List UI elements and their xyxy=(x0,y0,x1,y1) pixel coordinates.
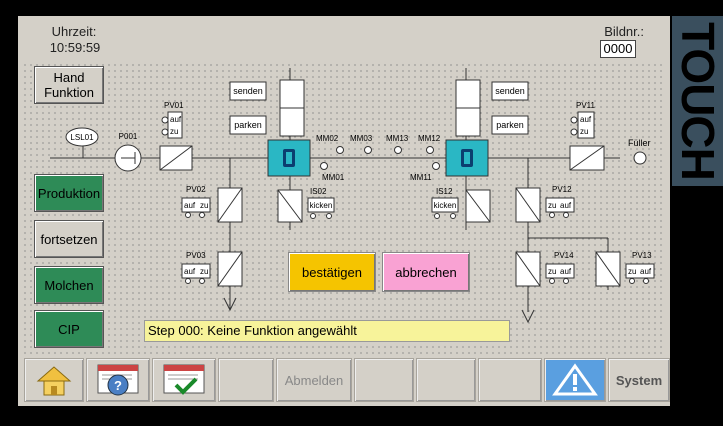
pv11-zu: zu xyxy=(580,127,588,136)
home-icon xyxy=(36,366,72,396)
pv11-indicator: auf zu xyxy=(570,111,595,139)
right-senden-button[interactable]: senden xyxy=(491,81,529,101)
time-label: Uhrzeit: xyxy=(51,24,97,39)
pv11-auf: auf xyxy=(580,115,592,124)
valve-pv03[interactable] xyxy=(217,251,243,287)
warning-icon xyxy=(552,363,598,396)
help-icon: ? xyxy=(97,364,139,396)
pv02-indicator: auf zu xyxy=(181,197,211,218)
pv03-zu: zu xyxy=(200,267,208,276)
mm02-label: MM02 xyxy=(316,134,339,143)
left-pig-launcher[interactable] xyxy=(279,79,305,137)
system-button[interactable]: System xyxy=(608,358,670,402)
left-parken-label: parken xyxy=(234,120,262,130)
pv14-zu: zu xyxy=(548,267,556,276)
left-senden-button[interactable]: senden xyxy=(229,81,267,101)
pv12-indicator: zu auf xyxy=(545,197,575,218)
is02-label: IS02 xyxy=(310,187,327,196)
is12-kicken-label: kicken xyxy=(434,201,457,210)
mm11-label: MM11 xyxy=(410,173,432,182)
right-parken-button[interactable]: parken xyxy=(491,115,529,135)
pv01-label: PV01 xyxy=(164,101,184,110)
status-message: Step 000: Keine Funktion angewählt xyxy=(144,320,510,342)
pv01-auf: auf xyxy=(170,115,182,124)
valve-pv02[interactable] xyxy=(217,187,243,223)
lsl01-sensor[interactable] xyxy=(65,127,99,147)
right-parken-label: parken xyxy=(496,120,524,130)
is02-kicken-button[interactable]: kicken xyxy=(307,197,335,219)
left-parken-button[interactable]: parken xyxy=(229,115,267,135)
valve-pv14[interactable] xyxy=(515,251,541,287)
pv14-indicator: zu auf xyxy=(545,263,575,284)
mm13-label: MM13 xyxy=(386,134,409,143)
fkey-empty-2[interactable] xyxy=(354,358,414,402)
mm-stations xyxy=(320,146,440,170)
filler-outlet[interactable] xyxy=(633,151,647,165)
mm12-label: MM12 xyxy=(418,134,441,143)
fkey-empty-4[interactable] xyxy=(478,358,542,402)
fortsetzen-button[interactable]: fortsetzen xyxy=(34,220,104,258)
right-senden-label: senden xyxy=(495,86,525,96)
pv13-label: PV13 xyxy=(632,251,652,260)
mm01-label: MM01 xyxy=(322,173,345,182)
pv12-zu: zu xyxy=(548,201,556,210)
pv13-auf: auf xyxy=(640,267,652,276)
valve-pv01[interactable] xyxy=(159,145,193,171)
right-pig-station[interactable] xyxy=(445,139,489,177)
bildnr-label: Bildnr.: xyxy=(604,24,644,39)
pump-label: P001 xyxy=(119,132,138,141)
is02-kicken-label: kicken xyxy=(310,201,333,210)
fkey-empty-3[interactable] xyxy=(416,358,476,402)
fkey-empty-1[interactable] xyxy=(218,358,274,402)
pv02-auf: auf xyxy=(184,201,196,210)
pv01-indicator: auf zu xyxy=(161,111,183,139)
cancel-button[interactable]: abbrechen xyxy=(382,252,470,292)
left-pig-station[interactable] xyxy=(267,139,311,177)
pv12-auf: auf xyxy=(560,201,572,210)
valve-pv12[interactable] xyxy=(515,187,541,223)
molchen-button[interactable]: Molchen xyxy=(34,266,104,304)
left-senden-label: senden xyxy=(233,86,263,96)
confirm-list-button[interactable] xyxy=(152,358,216,402)
pv02-zu: zu xyxy=(200,201,208,210)
pv01-zu: zu xyxy=(170,127,178,136)
pv14-auf: auf xyxy=(560,267,572,276)
home-button[interactable] xyxy=(24,358,84,402)
cip-button[interactable]: CIP xyxy=(34,310,104,348)
pv14-label: PV14 xyxy=(554,251,574,260)
valve-is12[interactable] xyxy=(465,189,491,223)
hand-funktion-button[interactable]: Hand Funktion xyxy=(34,66,104,104)
valve-pv13[interactable] xyxy=(595,251,621,287)
right-pig-launcher[interactable] xyxy=(455,79,481,137)
pv13-zu: zu xyxy=(628,267,636,276)
touch-brand-logo: TOUCH xyxy=(672,16,723,186)
pv02-label: PV02 xyxy=(186,185,206,194)
valve-pv11[interactable] xyxy=(569,145,605,171)
pv03-indicator: auf zu xyxy=(181,263,211,284)
pv12-label: PV12 xyxy=(552,185,572,194)
bildnr-value: 0000 xyxy=(600,40,636,58)
is12-label: IS12 xyxy=(436,187,453,196)
pv03-label: PV03 xyxy=(186,251,206,260)
confirm-button[interactable]: bestätigen xyxy=(288,252,376,292)
lsl01-label: LSL01 xyxy=(70,133,94,142)
checklist-icon xyxy=(163,364,205,395)
help-button[interactable]: ? xyxy=(86,358,150,402)
pv03-auf: auf xyxy=(184,267,196,276)
is12-kicken-button[interactable]: kicken xyxy=(431,197,459,219)
time-value: 10:59:59 xyxy=(49,40,101,55)
produktion-button[interactable]: Produktion xyxy=(34,174,104,212)
alarm-button[interactable] xyxy=(544,358,606,402)
pv11-label: PV11 xyxy=(576,101,596,110)
svg-text:?: ? xyxy=(114,378,122,393)
pv13-indicator: zu auf xyxy=(625,263,655,284)
valve-is02[interactable] xyxy=(277,189,303,223)
filler-label: Füller xyxy=(628,138,651,148)
mm03-label: MM03 xyxy=(350,134,373,143)
abmelden-button[interactable]: Abmelden xyxy=(276,358,352,402)
